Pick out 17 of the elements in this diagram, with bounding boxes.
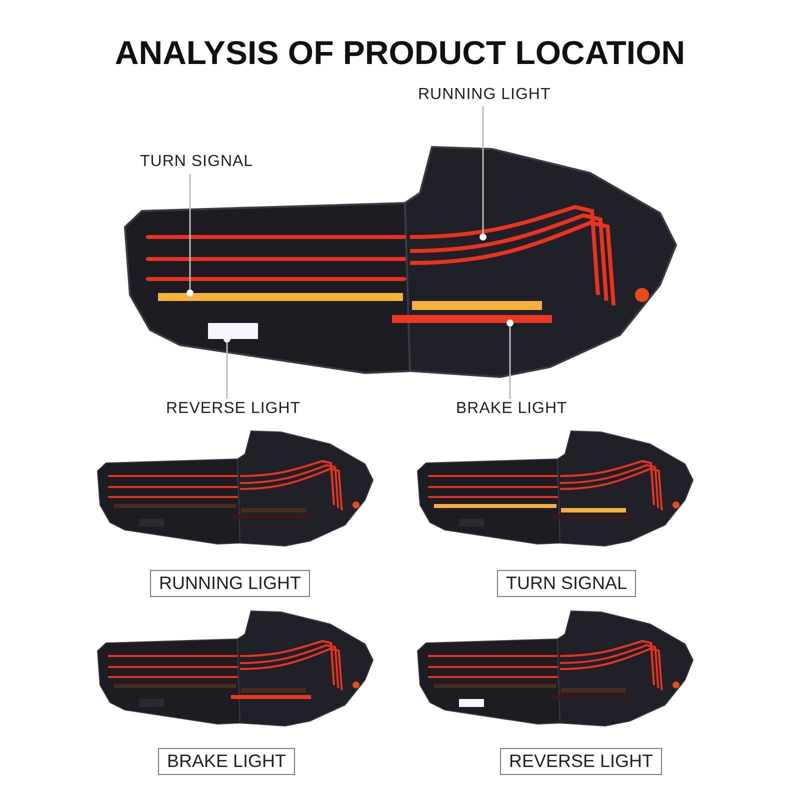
caption-label: RUNNING LIGHT [150, 570, 310, 597]
caption-label: TURN SIGNAL [497, 570, 636, 597]
leader-line [224, 336, 230, 399]
leader-line [480, 106, 486, 240]
leader-line [186, 174, 194, 296]
title: ANALYSIS OF PRODUCT LOCATION [114, 34, 686, 72]
leader-line [506, 320, 514, 399]
reverse-light-lamp [208, 323, 258, 339]
caption-label: REVERSE LIGHT [500, 748, 662, 775]
callout-label: RUNNING LIGHT [418, 86, 551, 104]
callout-label: BRAKE LIGHT [456, 400, 568, 418]
running-light-strip [410, 205, 600, 296]
turn-signal-strip [158, 293, 403, 301]
caption-label: BRAKE LIGHT [158, 748, 296, 775]
brake-light-strip [392, 315, 552, 323]
callout-label: REVERSE LIGHT [166, 400, 301, 418]
callout-label: TURN SIGNAL [140, 153, 254, 171]
